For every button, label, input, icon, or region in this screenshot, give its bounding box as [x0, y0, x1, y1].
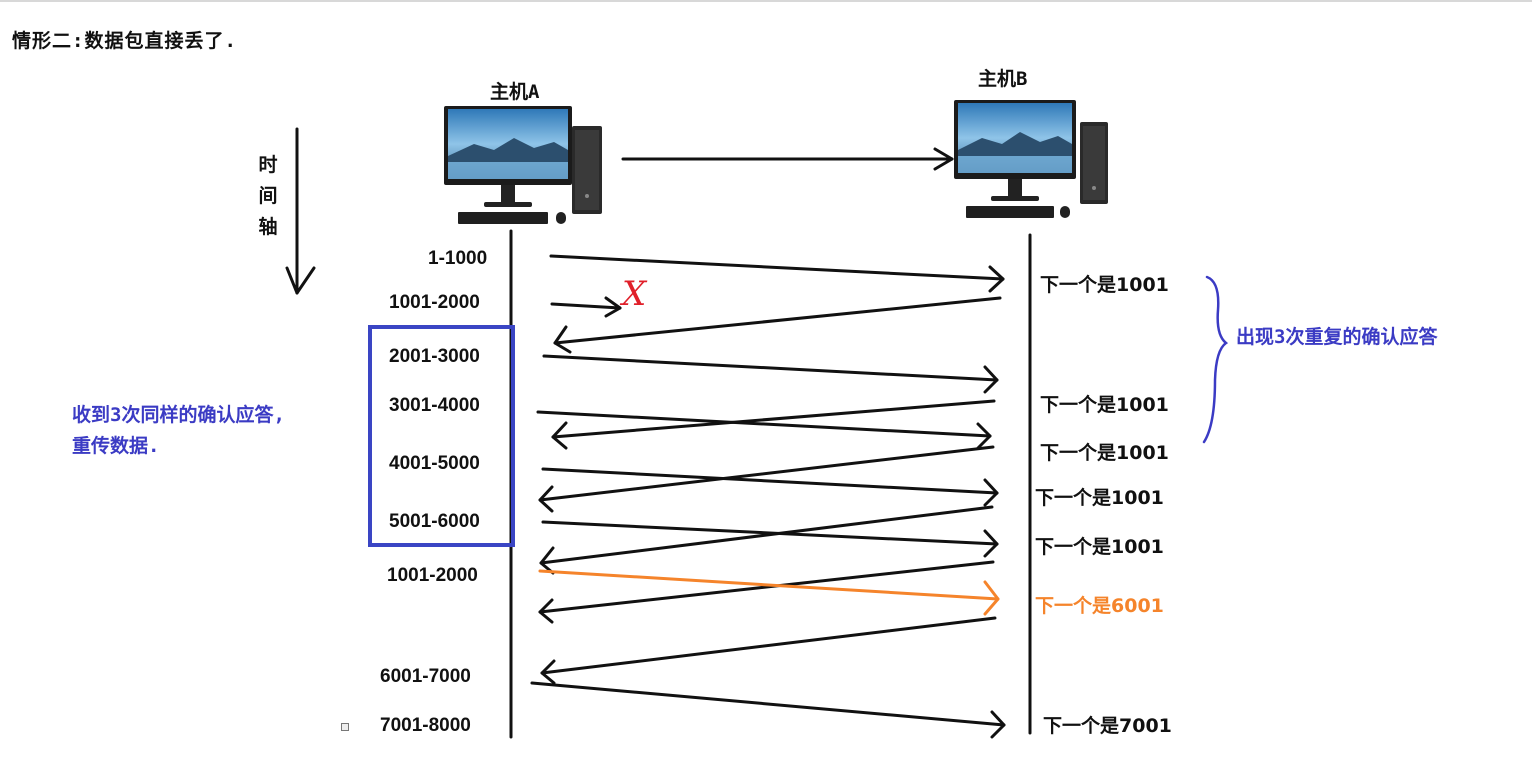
host-b-label: 主机B [978, 68, 1028, 90]
ack-line-6001 [540, 616, 997, 675]
seq-label: 1001-2000 [387, 565, 478, 586]
segment-5001-6000 [541, 520, 999, 546]
anchor-icon [341, 723, 349, 731]
retransmit-trigger-box [368, 325, 515, 547]
desktop-computer-icon [444, 106, 602, 224]
host-a-label: 主机A [490, 81, 540, 103]
segment-2001-3000 [542, 354, 999, 382]
ack-label: 下一个是1001 [1035, 536, 1164, 558]
ack-line-2 [551, 399, 996, 439]
seq-label: 1-1000 [428, 248, 488, 269]
seq-label: 5001-6000 [389, 511, 480, 532]
packet-lost-mark: X [622, 274, 647, 314]
segment-6001-7000 [530, 681, 1006, 727]
ack-label: 下一个是1001 [1040, 394, 1169, 416]
page-title: 情形二:数据包直接丢了. [12, 30, 237, 52]
ack-line-4 [539, 505, 994, 565]
ack-line-5 [538, 560, 995, 614]
time-axis-arrow-head [285, 266, 316, 295]
seq-label: 3001-4000 [389, 395, 480, 416]
link-arrow-head [933, 147, 954, 171]
duplicate-ack-brace [1202, 275, 1229, 444]
ack-label: 下一个是1001 [1035, 487, 1164, 509]
segment-1-1000 [549, 254, 1005, 281]
seq-label: 7001-8000 [380, 715, 471, 736]
segment-3001-4000 [536, 410, 992, 438]
ack-label-new: 下一个是6001 [1035, 595, 1164, 617]
seq-label: 6001-7000 [380, 666, 471, 687]
seq-label: 1001-2000 [389, 292, 480, 313]
desktop-computer-icon [954, 100, 1108, 218]
retransmit-note: 收到3次同样的确认应答, 重传数据. [72, 404, 285, 457]
seq-label: 2001-3000 [389, 346, 480, 367]
segment-1001-2000-lost [550, 302, 622, 310]
ack-line-1 [553, 296, 1002, 345]
duplicate-ack-note: 出现3次重复的确认应答 [1236, 326, 1438, 348]
ack-line-3 [538, 445, 995, 502]
time-axis-label: 时 间 轴 [258, 154, 278, 238]
segment-4001-5000 [541, 467, 999, 495]
segment-retransmit-1001-2000 [538, 569, 1000, 601]
top-border [0, 0, 1532, 2]
ack-label: 下一个是7001 [1043, 715, 1172, 737]
ack-label: 下一个是1001 [1040, 442, 1169, 464]
ack-label: 下一个是1001 [1040, 274, 1169, 296]
seq-label: 4001-5000 [389, 453, 480, 474]
